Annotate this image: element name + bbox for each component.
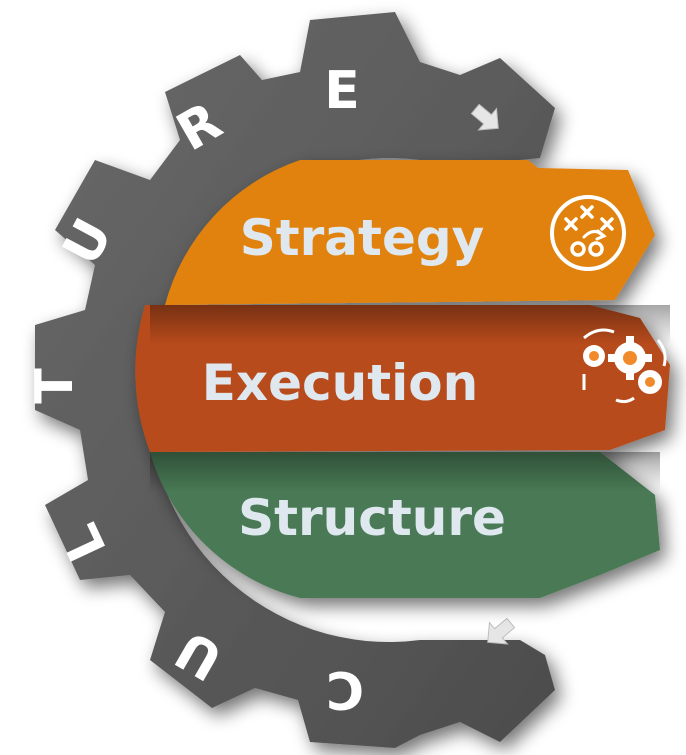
gear-letter-c: C [326,659,364,719]
gear-small-icon [583,345,605,367]
right-arrow-icon [487,617,516,645]
gear-bottom-icon [638,370,662,394]
strategy-band [165,160,655,305]
gear-large-icon [608,336,652,380]
gear-ring [35,12,555,748]
structure-label: Structure [238,489,506,547]
strategy-label: Strategy [240,209,485,267]
gear-body [35,12,555,748]
structure-shade [150,452,660,492]
execution-shade [150,305,670,345]
right-arrow-icon [470,103,499,131]
gear-letter-e: E [324,61,360,121]
execution-label: Execution [202,354,479,412]
strategy-play-icon [550,195,626,271]
gears-cycle-icon [582,328,667,404]
gear-letter-t: T [25,368,85,404]
